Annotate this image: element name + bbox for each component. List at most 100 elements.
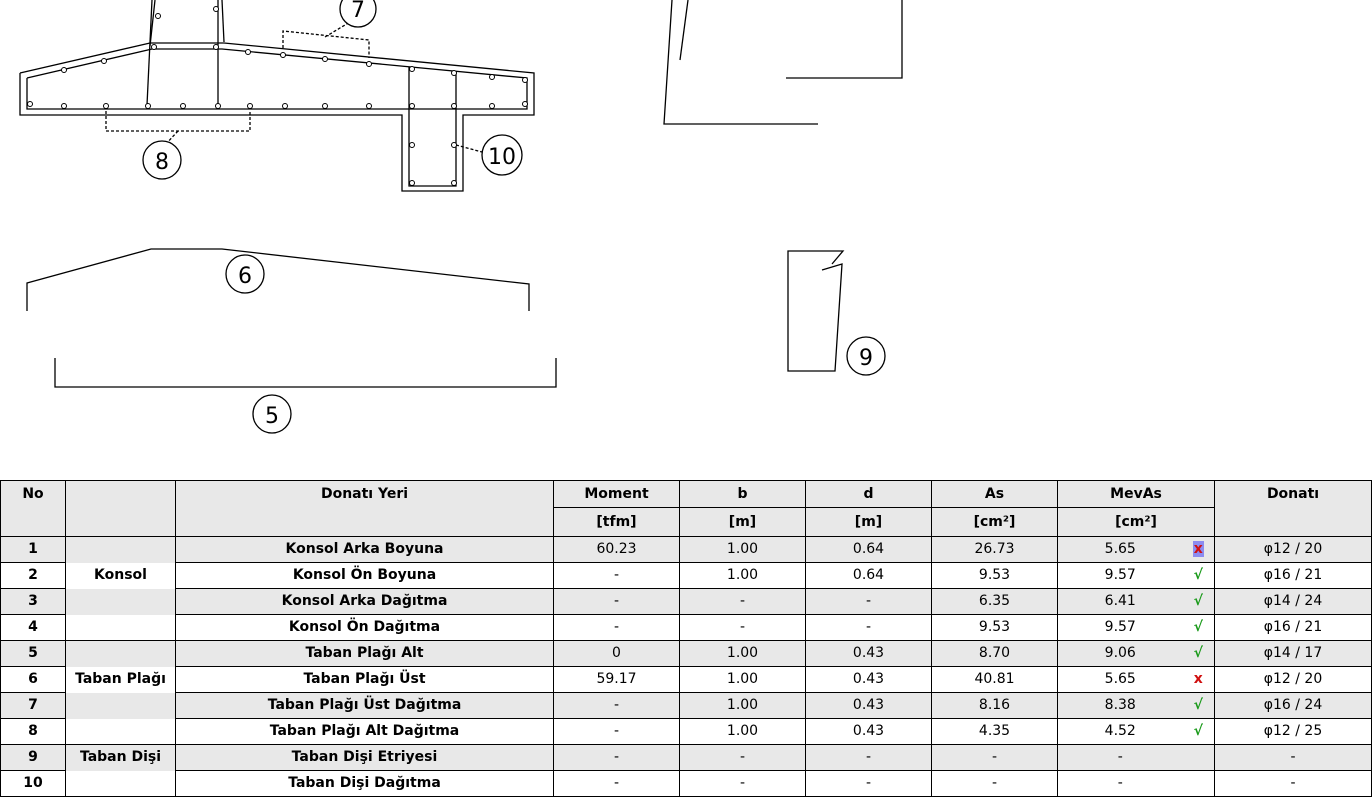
header-mevas-unit: [cm²]: [1056, 507, 1216, 537]
row-group: Taban Dişi: [65, 744, 176, 771]
row-donati-yeri: Konsol Arka Dağıtma: [175, 588, 554, 615]
row-no: 8: [0, 718, 66, 745]
row-mevas: 5.65: [1057, 536, 1183, 563]
row-no: 2: [0, 562, 66, 589]
row-donati-yeri: Taban Plağı Alt Dağıtma: [175, 718, 554, 745]
row-as: -: [931, 744, 1058, 771]
bar-shape-9: [787, 250, 845, 372]
row-group: [65, 614, 176, 641]
row-status-icon: x: [1182, 536, 1216, 563]
row-moment: -: [553, 562, 680, 589]
row-status-icon: √: [1182, 588, 1216, 615]
check-icon: √: [1193, 619, 1203, 635]
header-group: [65, 480, 176, 537]
row-no: 6: [0, 666, 66, 693]
row-status-icon: √: [1182, 614, 1216, 641]
stem-outline-right: [221, 0, 225, 43]
rebar-drawing: 7 8 10 6 5 9: [19, 0, 903, 434]
row-donati: -: [1214, 744, 1372, 771]
row-as: 9.53: [931, 614, 1058, 641]
header-moment-unit: [tfm]: [553, 507, 680, 537]
row-donati: -: [1214, 770, 1372, 797]
row-d: 0.64: [805, 536, 932, 563]
row-mevas: 6.41: [1057, 588, 1183, 615]
row-mevas: 9.57: [1057, 614, 1183, 641]
row-mevas: 9.06: [1057, 640, 1183, 667]
footing-outline: [19, 42, 535, 192]
row-status-icon: √: [1182, 562, 1216, 589]
row-b: 1.00: [679, 692, 806, 719]
row-group: Konsol: [65, 562, 176, 589]
rebar-dots: [27, 6, 528, 186]
row-moment: -: [553, 744, 680, 771]
stem-outline-left: [149, 0, 156, 47]
row-moment: 0: [553, 640, 680, 667]
row-donati-yeri: Taban Plağı Üst: [175, 666, 554, 693]
header-no: No: [0, 480, 66, 537]
row-b: 1.00: [679, 562, 806, 589]
check-icon: √: [1193, 593, 1203, 609]
stem-detail-outline: [663, 0, 818, 125]
row-no: 3: [0, 588, 66, 615]
row-donati-yeri: Konsol Ön Dağıtma: [175, 614, 554, 641]
callout-label-8: 8: [155, 150, 169, 175]
row-moment: -: [553, 614, 680, 641]
check-icon: √: [1193, 697, 1203, 713]
row-moment: -: [553, 770, 680, 797]
row-donati: φ16 / 24: [1214, 692, 1372, 719]
fail-icon: x: [1193, 671, 1203, 687]
row-group: [65, 770, 176, 797]
row-donati: φ12 / 20: [1214, 666, 1372, 693]
row-status-icon: [1182, 744, 1216, 771]
stem-rebar-left: [146, 0, 153, 106]
header-as-unit: [cm²]: [931, 507, 1058, 537]
row-d: -: [805, 614, 932, 641]
header-b-unit: [m]: [679, 507, 806, 537]
row-b: 1.00: [679, 718, 806, 745]
row-b: -: [679, 614, 806, 641]
row-as: 8.70: [931, 640, 1058, 667]
footing-rebar-cage: [26, 48, 528, 110]
callout-label-5: 5: [265, 404, 279, 429]
row-b: 1.00: [679, 536, 806, 563]
row-b: -: [679, 744, 806, 771]
row-d: 0.43: [805, 666, 932, 693]
row-group: [65, 718, 176, 745]
row-d: 0.43: [805, 692, 932, 719]
row-d: 0.64: [805, 562, 932, 589]
header-d-unit: [m]: [805, 507, 932, 537]
row-donati: φ14 / 17: [1214, 640, 1372, 667]
stem-detail-bar: [786, 0, 903, 79]
row-donati-yeri: Taban Plağı Üst Dağıtma: [175, 692, 554, 719]
row-donati-yeri: Taban Plağı Alt: [175, 640, 554, 667]
row-moment: -: [553, 692, 680, 719]
rebar-table: No Donatı Yeri Moment b d As MevAs Donat…: [0, 480, 1372, 797]
callout-line-8: [105, 111, 251, 132]
row-d: 0.43: [805, 640, 932, 667]
row-status-icon: x: [1182, 666, 1216, 693]
header-donati: Donatı: [1214, 480, 1372, 537]
row-as: 4.35: [931, 718, 1058, 745]
row-donati: φ16 / 21: [1214, 614, 1372, 641]
row-as: -: [931, 770, 1058, 797]
row-no: 9: [0, 744, 66, 771]
row-as: 6.35: [931, 588, 1058, 615]
row-mevas: 4.52: [1057, 718, 1183, 745]
row-b: 1.00: [679, 666, 806, 693]
row-group: [65, 588, 176, 615]
header-moment: Moment: [553, 480, 680, 508]
callout-label-6: 6: [238, 264, 252, 289]
callout-line-7: [282, 30, 370, 58]
callout-circle-5: [252, 394, 292, 434]
row-group: [65, 640, 176, 667]
header-d: d: [805, 480, 932, 508]
stem-detail: [679, 0, 689, 61]
row-donati-yeri: Konsol Arka Boyuna: [175, 536, 554, 563]
row-donati-yeri: Konsol Ön Boyuna: [175, 562, 554, 589]
check-icon: √: [1193, 567, 1203, 583]
